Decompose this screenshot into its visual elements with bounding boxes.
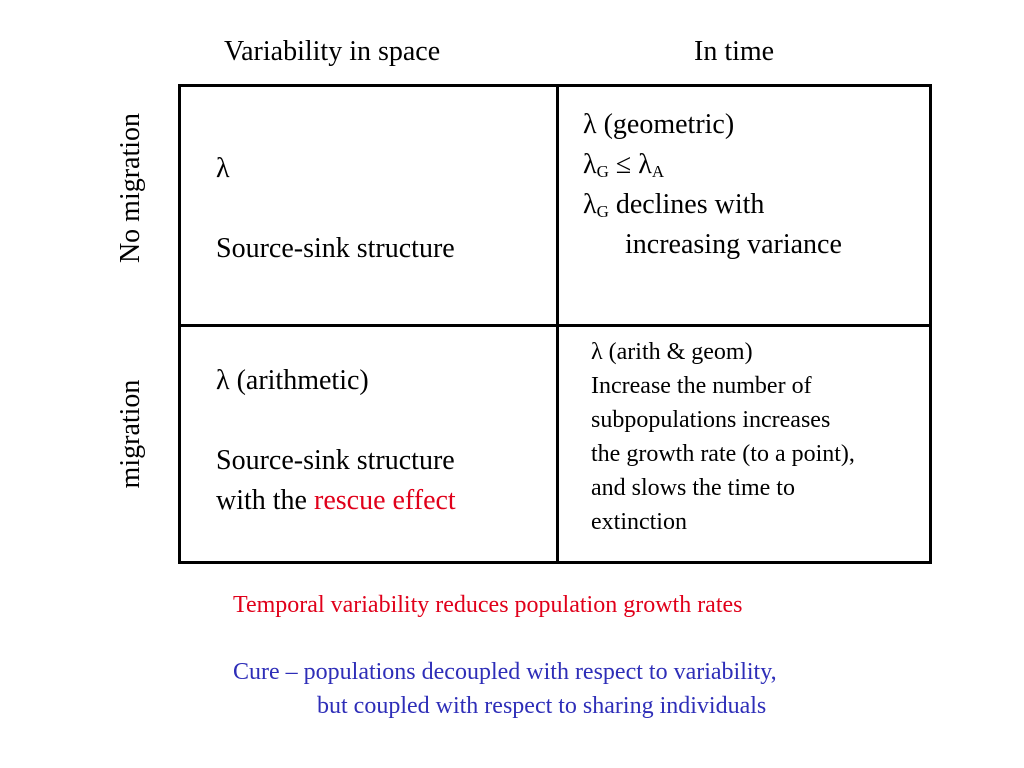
- note-cure-line1: Cure – populations decoupled with respec…: [233, 659, 777, 685]
- cell-line: subpopulations increases: [591, 407, 831, 433]
- cell-line: Increase the number of: [591, 373, 812, 399]
- cell-line-declines: λG declines with: [583, 185, 842, 225]
- cell-migration-space: λ (arithmetic) Source-sink structure wit…: [216, 361, 456, 521]
- cell-line: λ (arith & geom): [591, 339, 753, 365]
- column-header-time: In time: [694, 36, 775, 67]
- cell-line-rescue: with the rescue effect: [216, 481, 456, 521]
- lambda-symbol: λ: [216, 153, 230, 184]
- lambda-symbol: λ: [583, 149, 597, 180]
- cell-text: Source-sink structure: [216, 233, 455, 264]
- rescue-prefix: with the: [216, 485, 314, 516]
- row-header-no-migration: No migration: [115, 112, 146, 264]
- rescue-effect-highlight: rescue effect: [314, 485, 456, 516]
- cell-line: and slows the time to: [591, 475, 795, 501]
- lambda-symbol: λ: [638, 149, 652, 180]
- subscript-g: G: [596, 202, 609, 221]
- row-header-migration: migration: [115, 379, 146, 489]
- cell-line: extinction: [591, 509, 687, 535]
- cell-line-inequality: λG ≤ λA: [583, 145, 842, 185]
- declines-text: declines with: [608, 189, 765, 220]
- note-temporal-variability: Temporal variability reduces population …: [233, 592, 743, 618]
- comparison-table: λ Source-sink structure λ (geometric) λG…: [178, 84, 932, 564]
- cell-line-geometric: λ (geometric): [583, 109, 735, 140]
- lambda-symbol: λ: [583, 189, 597, 220]
- column-header-space: Variability in space: [224, 36, 441, 67]
- note-cure: Cure – populations decoupled with respec…: [233, 655, 777, 723]
- subscript-g: G: [596, 162, 609, 181]
- cell-no-migration-time: λ (geometric) λG ≤ λA λG declines with i…: [583, 105, 842, 265]
- cell-line-arithmetic: λ (arithmetic): [216, 365, 369, 396]
- cell-line-variance: increasing variance: [625, 229, 842, 260]
- cell-no-migration-space: λ Source-sink structure: [216, 149, 455, 269]
- cell-migration-time: λ (arith & geom) Increase the number of …: [591, 335, 855, 539]
- subscript-a: A: [651, 162, 665, 181]
- cell-line-source-sink: Source-sink structure: [216, 445, 455, 476]
- leq-symbol: ≤: [608, 149, 639, 180]
- table-divider-horizontal: [181, 324, 929, 327]
- note-cure-line2: but coupled with respect to sharing indi…: [317, 693, 767, 719]
- cell-line: the growth rate (to a point),: [591, 441, 855, 467]
